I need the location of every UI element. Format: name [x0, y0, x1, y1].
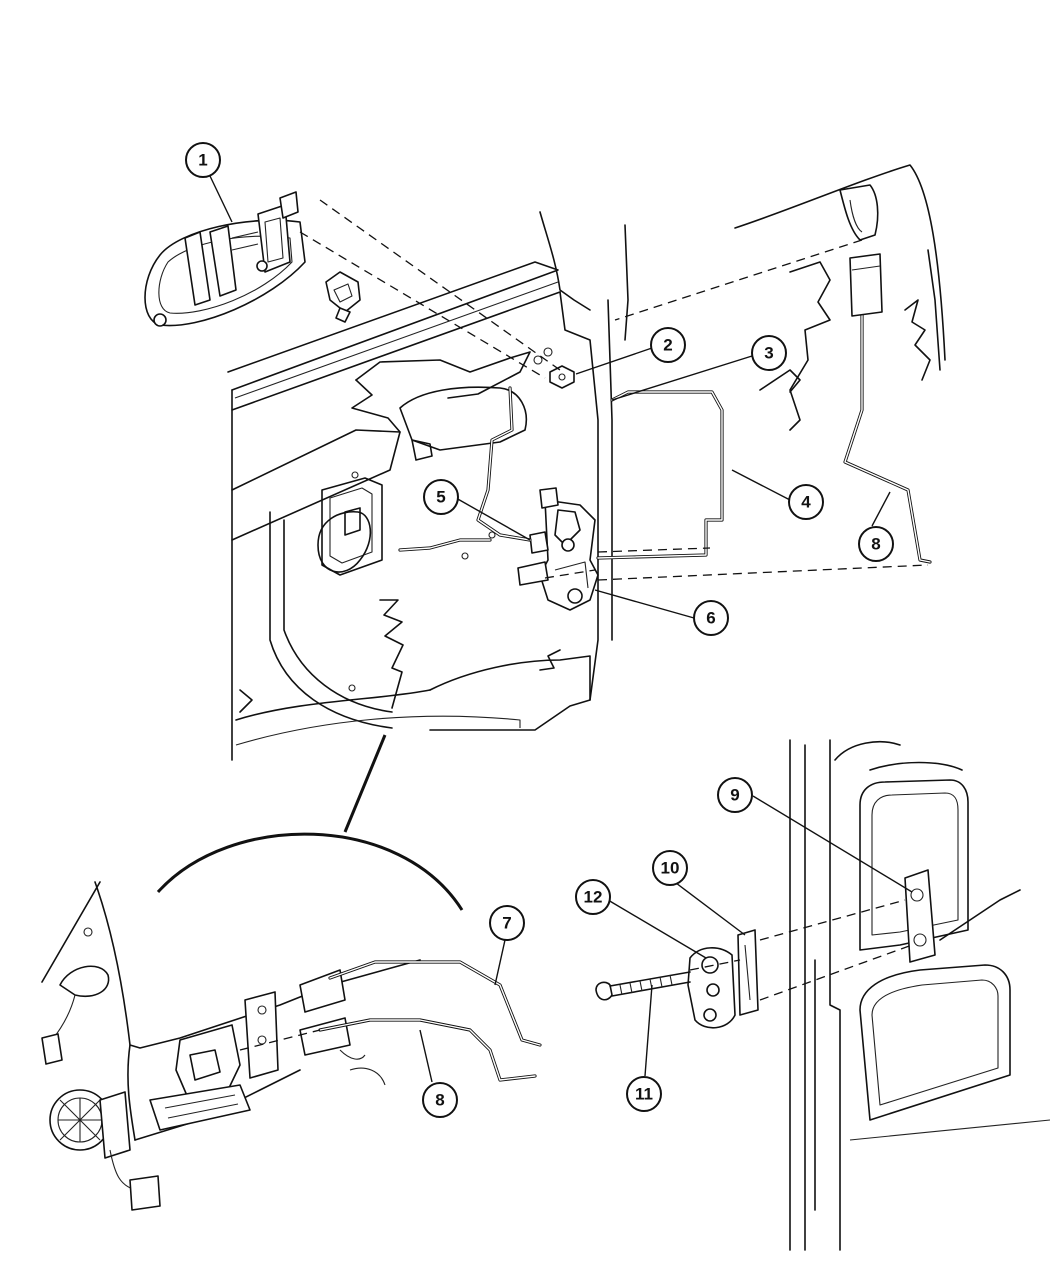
callout-label-10: 10	[661, 859, 680, 878]
body-pillar-section	[734, 164, 946, 431]
door-latch-assembly	[517, 487, 599, 611]
callout-label-2: 2	[663, 336, 672, 355]
callout-12: 12	[575, 879, 611, 915]
callout-label-8-upper: 8	[871, 535, 880, 554]
callout-3: 3	[751, 335, 787, 371]
callout-label-7: 7	[502, 914, 511, 933]
retainer-nut	[549, 365, 575, 389]
callout-8-upper: 8	[858, 526, 894, 562]
callout-8-lower: 8	[422, 1082, 458, 1118]
striker-body-section	[789, 739, 1050, 1251]
outside-door-handle	[144, 191, 361, 327]
callout-label-8-lower: 8	[435, 1091, 444, 1110]
callout-1: 1	[185, 142, 221, 178]
callout-4: 4	[788, 484, 824, 520]
callout-2: 2	[650, 327, 686, 363]
alignment-lines-lower	[689, 899, 913, 1001]
callout-label-5: 5	[436, 488, 445, 507]
latch-detail-view	[41, 881, 542, 1211]
callout-5: 5	[423, 479, 459, 515]
door-striker-assembly	[595, 929, 759, 1029]
callout-label-9: 9	[730, 786, 739, 805]
latch-rods	[398, 253, 932, 564]
alignment-lines-upper	[299, 199, 929, 581]
detail-view-indicator	[156, 734, 464, 911]
callout-label-1: 1	[198, 151, 207, 170]
callout-11: 11	[626, 1076, 662, 1112]
callout-label-11: 11	[635, 1085, 653, 1104]
nut-hole	[558, 373, 566, 381]
callout-label-3: 3	[764, 344, 773, 363]
door-inner-panel	[227, 211, 629, 761]
callout-label-6: 6	[706, 609, 715, 628]
callout-label-12: 12	[584, 888, 603, 907]
callout-9: 9	[717, 777, 753, 813]
callout-10: 10	[652, 850, 688, 886]
callout-label-4: 4	[801, 493, 811, 512]
callout-7: 7	[489, 905, 525, 941]
callout-leaders	[209, 175, 913, 1083]
callout-6: 6	[693, 600, 729, 636]
